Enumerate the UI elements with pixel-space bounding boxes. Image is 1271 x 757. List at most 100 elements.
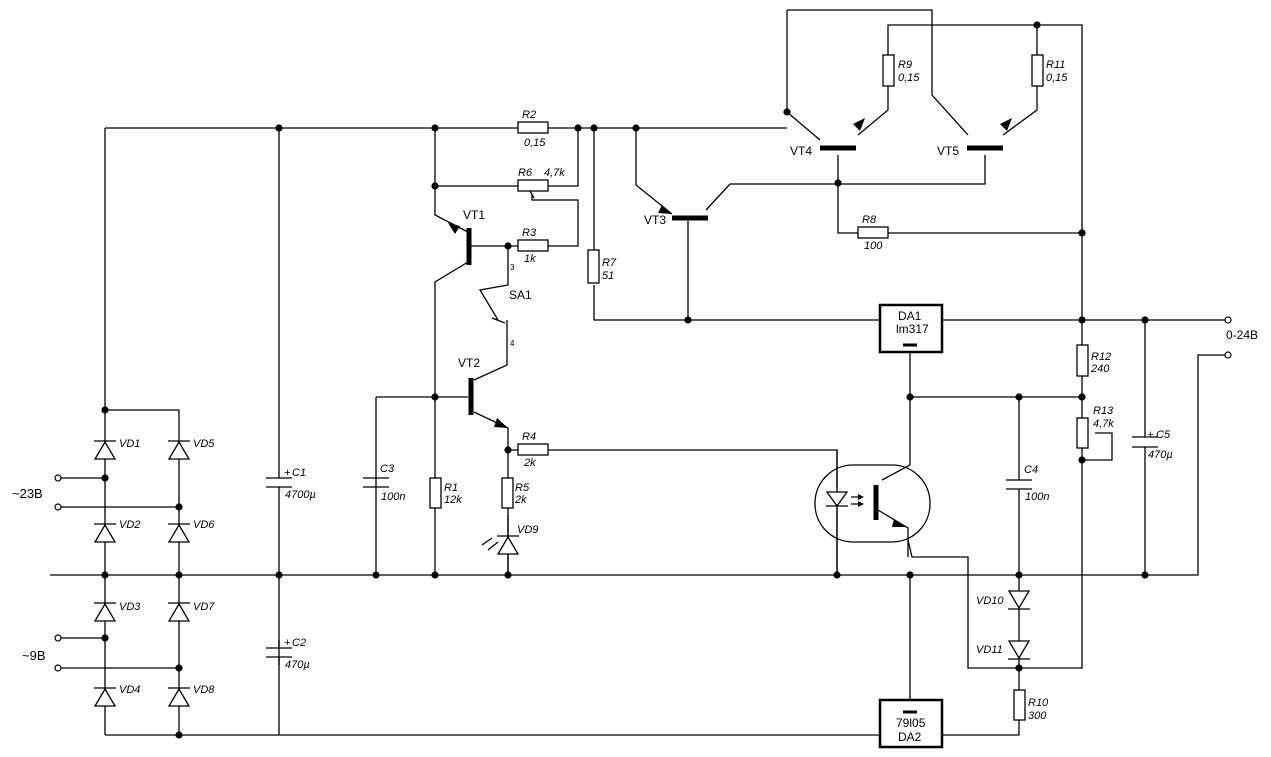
label-vt5: VT5 bbox=[937, 144, 959, 158]
resistor-r2 bbox=[517, 121, 549, 134]
label-c3: C3 bbox=[380, 463, 395, 475]
junction-dot bbox=[504, 446, 512, 454]
input-terminal bbox=[54, 664, 62, 672]
resistors bbox=[429, 54, 1089, 721]
junction-dot bbox=[1141, 571, 1149, 579]
junction-dot bbox=[906, 571, 914, 579]
junction-dot bbox=[590, 124, 598, 132]
value-c2: 470µ bbox=[285, 659, 310, 671]
resistor-r5 bbox=[501, 477, 514, 509]
junction-dot bbox=[1015, 571, 1023, 579]
label-vd1: VD1 bbox=[119, 438, 140, 450]
junction-dot bbox=[372, 571, 380, 579]
label-vd4: VD4 bbox=[119, 684, 140, 696]
value-r2: 0,15 bbox=[524, 137, 546, 149]
diode-symbol-7 bbox=[167, 602, 191, 622]
resistor-r4 bbox=[517, 443, 549, 456]
input-label-9v: ~9B bbox=[22, 648, 46, 663]
value-r7: 51 bbox=[602, 270, 614, 282]
label-vt4: VT4 bbox=[790, 144, 812, 158]
capacitor-c2 bbox=[266, 640, 292, 665]
value-r9: 0,15 bbox=[898, 72, 920, 84]
label-vd6: VD6 bbox=[193, 519, 215, 531]
resistor-r11 bbox=[1031, 54, 1044, 87]
value-c5: 470µ bbox=[1148, 449, 1173, 461]
label-vt1: VT1 bbox=[463, 208, 485, 222]
capacitor-c1 bbox=[266, 477, 292, 488]
label-vd3: VD3 bbox=[119, 601, 141, 613]
diode-symbol-4 bbox=[93, 687, 117, 707]
input-terminal bbox=[54, 634, 62, 642]
diode-symbol-1 bbox=[93, 440, 117, 460]
label-c2: C2 bbox=[292, 637, 306, 649]
value-r1: 12k bbox=[444, 494, 462, 506]
junction-dot bbox=[275, 124, 283, 132]
arrow-icon bbox=[1000, 118, 1012, 131]
junction-dot bbox=[783, 108, 791, 116]
value-r8: 100 bbox=[864, 240, 883, 252]
value-r4: 2k bbox=[523, 457, 536, 469]
label-vd7: VD7 bbox=[193, 601, 215, 613]
label-r1: R1 bbox=[444, 482, 458, 494]
label-r8: R8 bbox=[862, 214, 877, 226]
junctions bbox=[101, 21, 1149, 739]
junction-dot bbox=[101, 571, 109, 579]
junction-dot bbox=[1141, 316, 1149, 324]
junction-dot bbox=[1015, 393, 1023, 401]
value-c3: 100n bbox=[381, 491, 405, 503]
junction-dot bbox=[1033, 21, 1041, 29]
junction-dot bbox=[431, 393, 439, 401]
value-r3: 1k bbox=[524, 253, 536, 265]
switch-pin-3: 3 bbox=[510, 263, 515, 272]
capacitor-c4 bbox=[1006, 479, 1032, 490]
value-r13: 4,7k bbox=[1093, 418, 1114, 430]
junction-dot bbox=[175, 571, 183, 579]
diodes bbox=[93, 440, 1031, 707]
arrow-icon bbox=[494, 418, 508, 428]
led-light-icon bbox=[481, 537, 499, 551]
switch-sa1 bbox=[491, 317, 506, 324]
junction-dot bbox=[175, 731, 183, 739]
label-r5: R5 bbox=[515, 482, 530, 494]
arrow-icon bbox=[448, 223, 460, 234]
junction-dot bbox=[1015, 664, 1023, 672]
junction-dot bbox=[504, 242, 512, 250]
label-vd10: VD10 bbox=[976, 595, 1004, 607]
arrow-icon bbox=[658, 205, 672, 214]
junction-dot bbox=[101, 634, 109, 642]
resistor-r6 bbox=[517, 179, 549, 192]
junction-dot bbox=[833, 571, 841, 579]
junction-dot bbox=[1078, 393, 1086, 401]
label-vd2: VD2 bbox=[119, 519, 140, 531]
label-vt3: VT3 bbox=[644, 213, 666, 227]
label-r6: R6 bbox=[518, 167, 533, 179]
diode-symbol-9 bbox=[496, 535, 520, 555]
label-c1: C1 bbox=[292, 467, 306, 479]
junction-dot bbox=[632, 124, 640, 132]
plus-c2: + bbox=[284, 637, 291, 649]
resistor-r1 bbox=[429, 477, 442, 509]
diode-symbol-8 bbox=[167, 687, 191, 707]
junction-dot bbox=[1078, 229, 1086, 237]
junction-dot bbox=[431, 124, 439, 132]
resistor-r9 bbox=[882, 54, 895, 87]
label-r12: R12 bbox=[1091, 351, 1111, 363]
value-r10: 300 bbox=[1028, 710, 1047, 722]
part-da1: lm317 bbox=[896, 322, 929, 336]
label-r9: R9 bbox=[898, 59, 912, 71]
label-r10: R10 bbox=[1028, 697, 1049, 709]
junction-dot bbox=[574, 124, 582, 132]
diode-symbol-10 bbox=[1007, 590, 1031, 610]
label-r2: R2 bbox=[522, 109, 536, 121]
junction-dot bbox=[906, 393, 914, 401]
label-da1: DA1 bbox=[898, 309, 922, 323]
input-terminal bbox=[54, 474, 62, 482]
diode-symbol-5 bbox=[167, 440, 191, 460]
label-vd9: VD9 bbox=[517, 524, 538, 536]
diode-symbol-2 bbox=[93, 523, 117, 543]
resistor-r12 bbox=[1076, 344, 1089, 377]
output-terminal bbox=[1224, 351, 1232, 359]
diode-symbol-3 bbox=[93, 602, 117, 622]
label-sa1: SA1 bbox=[509, 288, 532, 302]
